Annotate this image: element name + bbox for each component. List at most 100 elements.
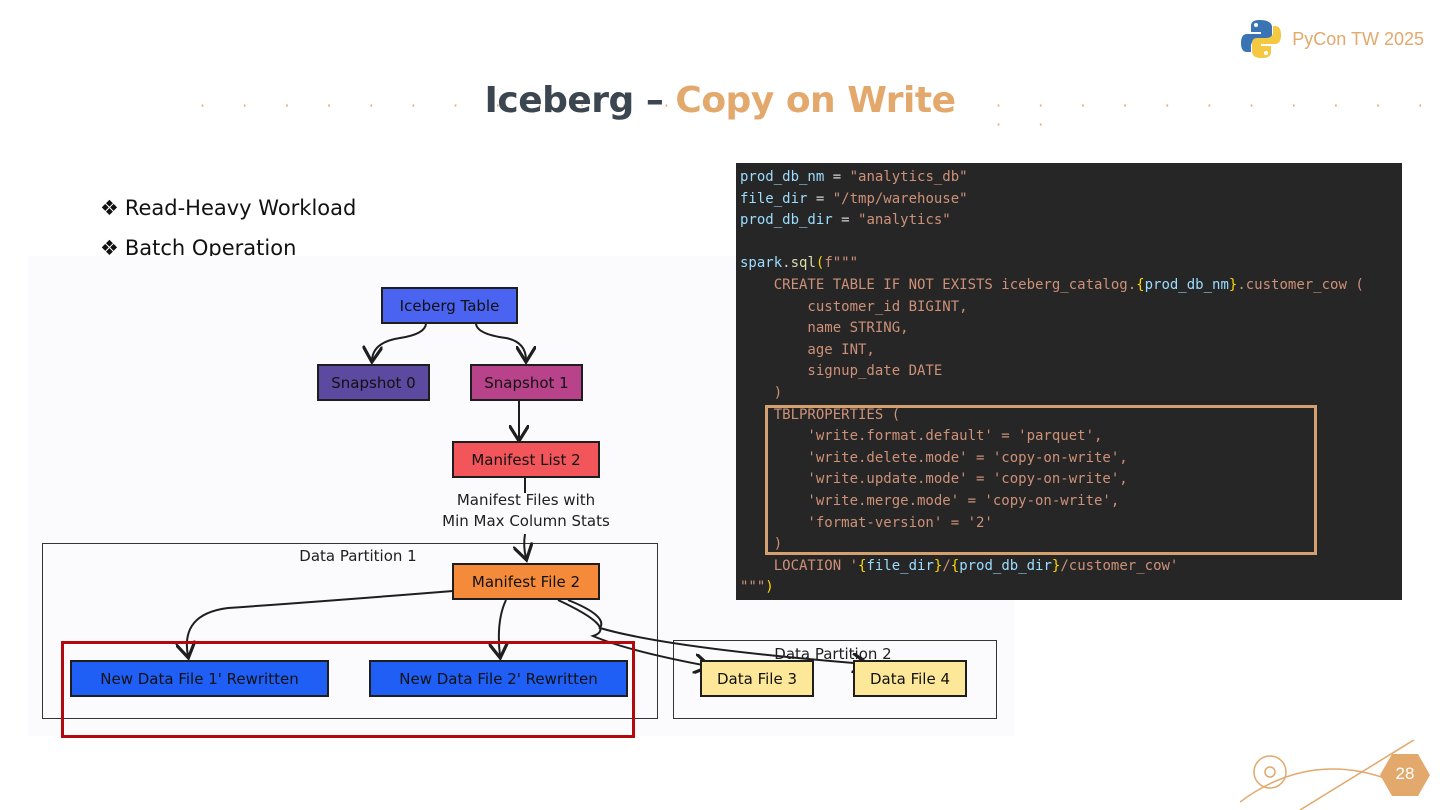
- code-token: customer_id BIGINT,: [740, 298, 968, 315]
- manifest-note-line2: Min Max Column Stats: [442, 512, 610, 530]
- title-dots-left: · · · · · · · · · · · · ·: [200, 96, 728, 115]
- code-line: 'write.format.default' = 'parquet',: [740, 426, 1402, 448]
- code-token: sql: [790, 255, 816, 272]
- manifest-note: Manifest Files with Min Max Column Stats: [428, 490, 624, 532]
- code-token: age INT,: [740, 341, 875, 358]
- arrow-note-manifestfile: [524, 533, 526, 558]
- rewritten-files-highlight: [61, 641, 635, 738]
- tblproperties-highlight: [765, 405, 1317, 555]
- code-token: /: [942, 557, 951, 574]
- code-token: prod_db_dir: [740, 212, 833, 229]
- code-line: CREATE TABLE IF NOT EXISTS iceberg_catal…: [740, 275, 1402, 297]
- code-token: TBLPROPERTIES (: [740, 406, 901, 423]
- code-token: }: [1228, 276, 1238, 293]
- page-number: 28: [1395, 764, 1415, 783]
- code-token: }: [1051, 557, 1061, 574]
- node-snapshot-1: Snapshot 1: [470, 364, 583, 401]
- code-token: file_dir: [740, 190, 808, 207]
- python-logo-icon: [1241, 20, 1282, 58]
- code-token: """: [740, 579, 766, 596]
- node-iceberg-table: Iceberg Table: [381, 287, 518, 324]
- code-token: 'write.merge.mode' = 'copy-on-write',: [740, 492, 1120, 509]
- code-line: name STRING,: [740, 318, 1402, 340]
- code-line: signup_date DATE: [740, 361, 1402, 383]
- code-token: prod_db_dir: [959, 557, 1052, 574]
- code-line: 'write.delete.mode' = 'copy-on-write',: [740, 448, 1402, 470]
- code-line: 'write.update.mode' = 'copy-on-write',: [740, 469, 1402, 491]
- title-part2: Copy on Write: [675, 80, 956, 121]
- arrow-manifest-newfile2: [499, 599, 506, 656]
- code-line: 'write.merge.mode' = 'copy-on-write',: [740, 491, 1402, 513]
- code-token: (: [815, 255, 825, 272]
- code-token: signup_date DATE: [740, 363, 943, 380]
- code-line: customer_id BIGINT,: [740, 297, 1402, 319]
- code-token: 'write.update.mode' = 'copy-on-write',: [740, 471, 1128, 488]
- code-token: CREATE TABLE IF NOT EXISTS iceberg_catal…: [740, 276, 1137, 293]
- manifest-note-line1: Manifest Files with: [456, 491, 596, 509]
- code-token: LOCATION ': [740, 557, 859, 574]
- node-snapshot-0: Snapshot 0: [317, 364, 430, 401]
- arrow-manifest-file3: [557, 599, 708, 666]
- partition-1-label: Data Partition 1: [299, 547, 417, 565]
- diamond-bullet-icon: ❖: [100, 236, 119, 260]
- code-line: """): [740, 577, 1402, 599]
- diamond-bullet-icon: ❖: [100, 196, 119, 220]
- code-token: .: [782, 255, 791, 272]
- code-token: name STRING,: [740, 320, 909, 337]
- code-token: ): [740, 536, 783, 553]
- code-line: prod_db_nm = "analytics_db": [740, 167, 1402, 189]
- code-token: {: [858, 557, 867, 574]
- title-part1: Iceberg –: [484, 80, 676, 121]
- code-token: "/tmp/warehouse": [832, 190, 968, 207]
- code-token: 'format-version' = '2': [740, 514, 993, 531]
- partition-2-frame: [673, 640, 997, 719]
- arrow-table-snapshot1: [475, 322, 526, 360]
- arrow-manifest-file4: [567, 599, 866, 664]
- code-line: 'format-version' = '2': [740, 513, 1402, 535]
- diagram-arrows: [28, 322, 1014, 736]
- node-data-file-4: Data File 4: [853, 660, 967, 697]
- code-line: spark.sql(f""": [740, 253, 1402, 275]
- code-line: TBLPROPERTIES (: [740, 405, 1402, 427]
- code-token: {: [950, 557, 960, 574]
- bullet-item: ❖Read-Heavy Workload: [100, 188, 356, 228]
- code-token: ): [765, 579, 774, 596]
- node-new-data-file-2: New Data File 2' Rewritten: [369, 660, 628, 697]
- code-token: spark: [740, 255, 783, 272]
- arrow-table-snapshot0: [372, 322, 427, 360]
- code-panel: prod_db_nm = "analytics_db"file_dir = "/…: [736, 163, 1402, 600]
- brand: PyCon TW 2025: [1240, 18, 1424, 60]
- code-line: age INT,: [740, 340, 1402, 362]
- code-token: prod_db_nm: [1144, 276, 1229, 293]
- code-token: =: [824, 169, 850, 185]
- code-line: prod_db_dir = "analytics": [740, 210, 1402, 232]
- title-dots-right: · · · · · · · · · · · · ·: [996, 96, 1439, 134]
- code-token: 'write.format.default' = 'parquet',: [740, 428, 1103, 445]
- code-token: }: [933, 557, 943, 574]
- code-token: prod_db_nm: [740, 169, 825, 185]
- code-token: {: [1136, 276, 1145, 293]
- corner-decoration: [1240, 740, 1416, 810]
- code-line: ): [740, 534, 1402, 556]
- code-line: LOCATION '{file_dir}/{prod_db_dir}/custo…: [740, 556, 1402, 578]
- page-title: Iceberg – Copy on Write: [0, 80, 1440, 121]
- node-manifest-list: Manifest List 2: [452, 441, 600, 478]
- page-number-hexagon: [1380, 754, 1430, 796]
- arrow-manifest-newfile1: [187, 590, 454, 656]
- code-token: "analytics_db": [849, 169, 968, 185]
- code-token: =: [807, 190, 833, 207]
- partition-1-frame: [42, 543, 658, 719]
- bullet-text: Read-Heavy Workload: [124, 196, 357, 220]
- code-token: f""": [824, 255, 859, 272]
- code-line: ): [740, 383, 1402, 405]
- code-token: 'write.delete.mode' = 'copy-on-write',: [740, 449, 1128, 466]
- brand-name: PyCon TW 2025: [1292, 28, 1424, 49]
- node-manifest-file: Manifest File 2: [452, 563, 600, 600]
- code-token: =: [832, 212, 859, 229]
- code-token: file_dir: [866, 557, 934, 574]
- code-token: .customer_cow (: [1237, 276, 1364, 293]
- code-token: "analytics": [858, 212, 951, 229]
- code-token: /customer_cow': [1060, 557, 1179, 574]
- code-line: [740, 232, 1402, 254]
- code-line: file_dir = "/tmp/warehouse": [740, 189, 1402, 211]
